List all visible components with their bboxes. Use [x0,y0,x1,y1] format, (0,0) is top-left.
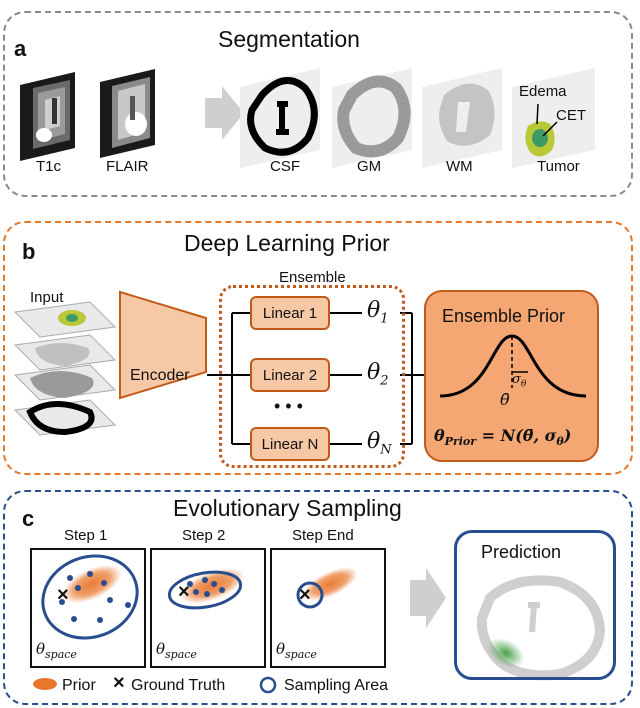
seg-arrow [205,86,244,140]
label-wm: WM [446,158,473,175]
flair-image [100,69,155,158]
x-marker-step-1: × [57,584,69,606]
gaussian-curve [439,334,587,398]
theta-space-end: θspace [276,640,317,661]
ensemble-box [219,285,405,468]
panel-b-letter: b [22,239,36,264]
panel-b-title: Deep Learning Prior [184,230,390,256]
label-gm: GM [357,158,382,175]
theta-space-2: θspace [156,640,197,661]
step-end-box [270,548,386,668]
label-flair: FLAIR [106,158,149,175]
ensemble-prior-box [424,290,599,462]
label-t1c: T1c [36,158,62,175]
wm-image [422,68,502,168]
panel-c-letter: c [22,506,35,531]
sampling-arrow [410,568,446,628]
theta-2-label: θ2 [367,360,389,389]
gm-image [332,68,412,168]
legend-prior: Prior [62,677,96,694]
tumor-image [512,68,595,168]
linear-2-box: Linear 2 [250,358,330,392]
step-end-label: Step End [292,527,354,544]
legend-prior-swatch [33,678,57,690]
step-2-label: Step 2 [182,527,226,544]
ensemble-label: Ensemble [279,269,346,286]
label-cet: CET [556,107,586,124]
linear-n-box: Linear N [250,427,330,461]
prediction-box [454,530,616,680]
theta-bar-label: θ̄ [500,390,510,409]
t1c-image [20,72,75,161]
theta-space-1: θspace [36,640,77,661]
panel-deep-learning-prior [3,221,633,475]
prediction-label: Prediction [481,542,562,562]
x-marker-step-end: × [299,584,311,606]
prior-formula: θPrior = N(θ̄, σθ) [434,426,572,449]
linear-1-box: Linear 1 [250,296,330,330]
csf-image [240,68,320,168]
encoder-label: Encoder [130,367,190,384]
panel-c-title: Evolutionary Sampling [173,495,402,521]
label-tumor: Tumor [537,158,580,175]
input-stack [13,301,117,436]
sigma-label: σθ [512,372,527,390]
legend-ground-truth: Ground Truth [131,677,226,694]
segmentation-images [20,68,595,168]
ellipsis-dots: • • • [274,396,303,416]
theta-n-label: θN [367,429,392,458]
label-csf: CSF [270,158,300,175]
panel-a-title: Segmentation [218,26,360,52]
legend-sampling-icon [259,676,277,694]
ensemble-prior-title: Ensemble Prior [442,306,566,326]
input-label: Input [30,289,64,306]
x-marker-step-2: × [178,581,190,603]
step-1-label: Step 1 [64,527,108,544]
label-edema: Edema [519,83,567,100]
panel-a-letter: a [14,36,27,61]
panel-evolutionary-sampling [3,490,633,705]
encoder-shape [119,290,207,400]
legend-x-icon: × [113,672,125,694]
panel-segmentation [3,11,633,197]
theta-1-label: θ1 [367,298,389,327]
legend-sampling-area: Sampling Area [284,677,389,694]
